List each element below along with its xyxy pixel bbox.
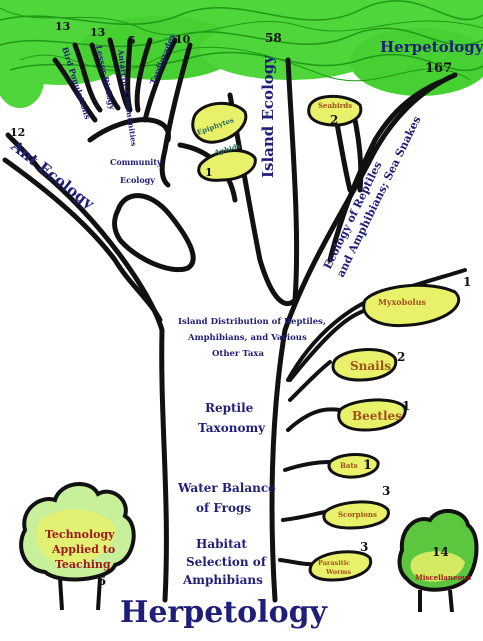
tech-line-2: Applied to bbox=[51, 543, 115, 556]
branch-island-ecology: Island Ecology bbox=[259, 54, 277, 178]
count-bats: 1 bbox=[363, 458, 372, 473]
count-antarctic-communities: 5 bbox=[128, 34, 136, 47]
topic-habitat-selection-2: Selection of bbox=[186, 555, 267, 569]
small-tree-miscellaneous bbox=[400, 511, 477, 612]
count-myxobolus: 1 bbox=[463, 275, 471, 289]
count-tardigrades: 10 bbox=[175, 33, 191, 46]
count-scorpions: 3 bbox=[382, 484, 390, 498]
topic-reptile-taxonomy-2: Taxonomy bbox=[198, 421, 266, 435]
count-snails: 2 bbox=[397, 350, 405, 364]
count-technology: 5 bbox=[98, 574, 106, 588]
branch-community-ecology-2: Ecology bbox=[120, 175, 155, 185]
count-bird-populations: 13 bbox=[55, 20, 70, 33]
branch-ant-ecology: Ant Ecology bbox=[7, 136, 99, 213]
label-myxobolus: Myxobolus bbox=[378, 297, 426, 307]
count-beetles: 1 bbox=[402, 399, 410, 413]
count-epiphytes: 1 bbox=[228, 96, 236, 109]
topic-water-balance-2: of Frogs bbox=[196, 501, 251, 515]
topic-habitat-selection-1: Habitat bbox=[196, 537, 247, 551]
label-beetles: Beetles bbox=[352, 409, 402, 423]
misc-label: Miscellaneous bbox=[415, 573, 471, 582]
topic-island-distribution-3: Other Taxa bbox=[212, 349, 264, 359]
branch-community-ecology-1: Community bbox=[110, 157, 162, 167]
count-seabirds: 2 bbox=[330, 113, 338, 127]
label-parasitic-worms-1: Parasitic bbox=[318, 559, 350, 567]
topic-reptile-taxonomy-1: Reptile bbox=[205, 401, 254, 415]
label-parasitic-worms-2: Worms bbox=[325, 568, 351, 576]
count-aphids: 1 bbox=[205, 166, 213, 179]
canopy-title: Herpetology bbox=[380, 38, 483, 56]
tech-line-3: Teaching bbox=[55, 558, 111, 571]
count-miscellaneous: 14 bbox=[432, 545, 449, 559]
count-island-ecology: 58 bbox=[265, 31, 282, 45]
main-title: Herpetology bbox=[120, 595, 329, 630]
topic-island-distribution-2: Amphibians, and Various bbox=[187, 333, 307, 343]
topic-island-distribution-1: Island Distribution of Reptiles, bbox=[178, 317, 326, 327]
label-snails: Snails bbox=[350, 359, 391, 373]
canopy-count: 167 bbox=[425, 61, 452, 76]
label-seabirds: Seabirds bbox=[318, 101, 352, 110]
label-scorpions: Scorpions bbox=[338, 510, 377, 519]
count-parasitic-worms: 3 bbox=[360, 540, 368, 554]
topic-habitat-selection-3: Amphibians bbox=[182, 573, 263, 587]
trunk-hollow bbox=[115, 196, 194, 270]
tech-line-1: Technology bbox=[45, 528, 115, 541]
count-lesser-biology: 13 bbox=[90, 26, 105, 39]
topic-water-balance-1: Water Balance bbox=[177, 481, 276, 495]
label-bats: Bats bbox=[340, 461, 358, 470]
